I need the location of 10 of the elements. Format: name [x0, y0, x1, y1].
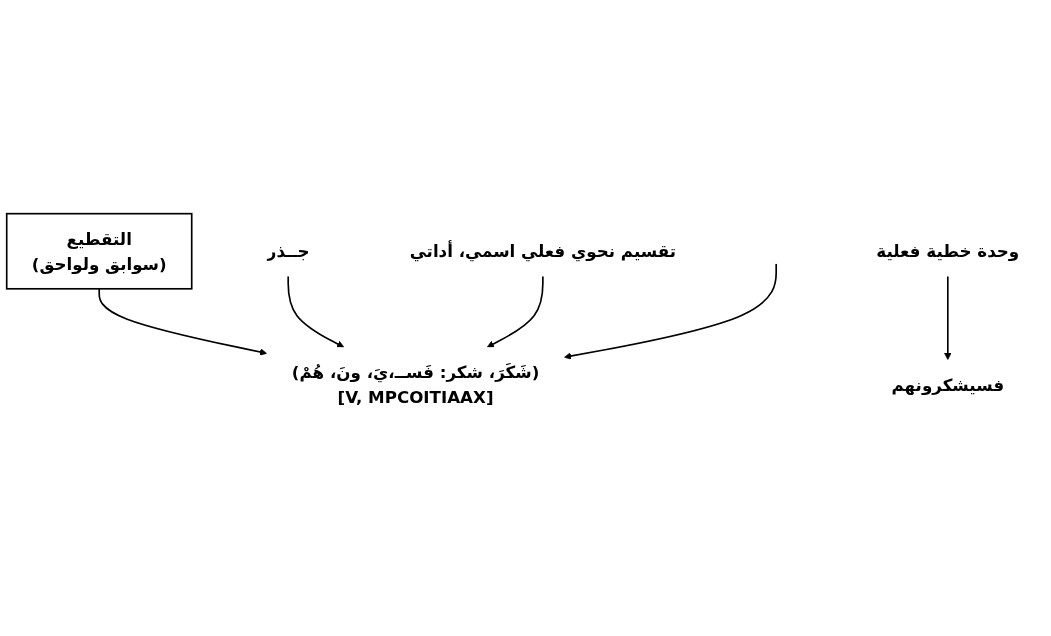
- arrow: [486, 275, 544, 348]
- node-text: وحدة خطية فعلية: [876, 241, 1020, 262]
- node-text: تقسيم نحوي فعلي اسمي، أداتي: [409, 241, 677, 262]
- node-text: جــذر: [266, 241, 310, 262]
- node-box: التقطيع (سوابق ولواحق): [5, 212, 193, 290]
- node-text: فسيشكرونهم: [891, 374, 1005, 395]
- arrow: [98, 287, 268, 356]
- arrow: [287, 275, 345, 348]
- arrow: [564, 262, 778, 360]
- arrow: [944, 275, 952, 361]
